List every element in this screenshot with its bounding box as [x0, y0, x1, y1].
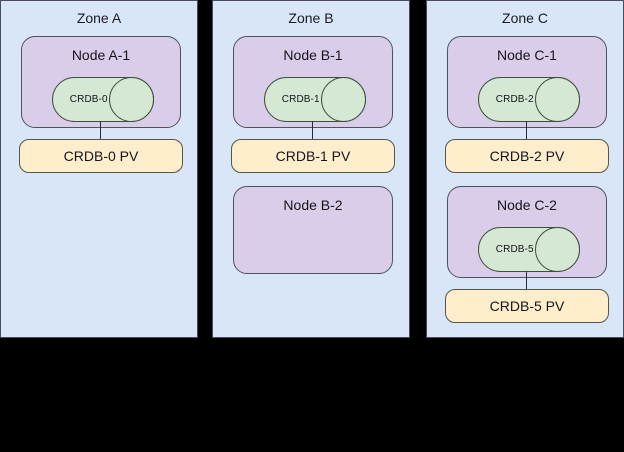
node-a-1-title: Node A-1: [71, 47, 131, 63]
crdb-5-pv[interactable]: CRDB-5 PV: [445, 289, 609, 323]
crdb-0-pv[interactable]: CRDB-0 PV: [19, 139, 183, 173]
zone-c-title: Zone C: [502, 10, 548, 26]
node-b-2[interactable]: Node B-2: [233, 186, 393, 274]
connector-node-c-2-to-crdb-5-pv: [526, 271, 527, 289]
crdb-5-database-icon[interactable]: CRDB-5: [478, 227, 580, 272]
node-c-1[interactable]: Node C-1 CRDB-2: [447, 36, 607, 128]
zone-a-title: Zone A: [76, 10, 122, 26]
connector-node-c-1-to-crdb-2-pv: [526, 121, 527, 139]
crdb-5-pv-label: CRDB-5 PV: [489, 298, 565, 314]
crdb-0-database-icon[interactable]: CRDB-0: [52, 77, 154, 122]
zone-b-container: Zone B Node B-1 CRDB-1 CRDB-1 PV Node B-…: [212, 0, 410, 338]
crdb-1-database-icon[interactable]: CRDB-1: [264, 77, 366, 122]
crdb-1-pv[interactable]: CRDB-1 PV: [231, 139, 395, 173]
crdb-0-pv-label: CRDB-0 PV: [63, 148, 139, 164]
crdb-2-pv[interactable]: CRDB-2 PV: [445, 139, 609, 173]
zone-a-container: Zone A Node A-1 CRDB-0 CRDB-0 PV: [0, 0, 198, 338]
zone-b-title: Zone B: [288, 10, 334, 26]
crdb-2-pv-label: CRDB-2 PV: [489, 148, 565, 164]
connector-node-a-1-to-crdb-0-pv: [100, 121, 101, 139]
node-b-2-title: Node B-2: [283, 197, 343, 213]
node-c-2[interactable]: Node C-2 CRDB-5: [447, 186, 607, 278]
zone-c-container: Zone C Node C-1 CRDB-2 CRDB-2 PV Node C-…: [426, 0, 624, 338]
crdb-1-pv-label: CRDB-1 PV: [275, 148, 351, 164]
node-b-1-title: Node B-1: [283, 47, 343, 63]
node-c-2-title: Node C-2: [497, 197, 557, 213]
connector-node-b-1-to-crdb-1-pv: [312, 121, 313, 139]
node-a-1[interactable]: Node A-1 CRDB-0: [21, 36, 181, 128]
node-b-1[interactable]: Node B-1 CRDB-1: [233, 36, 393, 128]
node-c-1-title: Node C-1: [497, 47, 557, 63]
crdb-2-database-icon[interactable]: CRDB-2: [478, 77, 580, 122]
